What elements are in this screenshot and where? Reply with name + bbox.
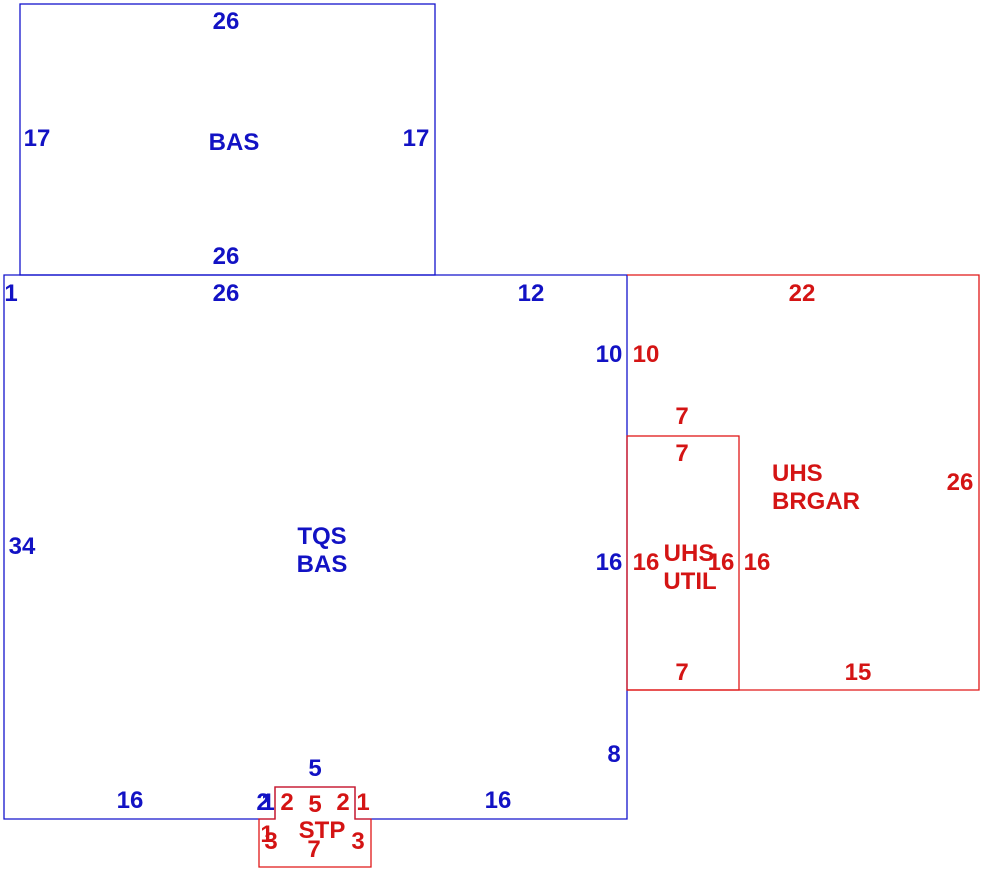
tqs-bas-dim-right-lower: 8: [607, 741, 620, 768]
tqs-bas-dim-notch-top: 5: [308, 755, 321, 782]
stp-dim-right: 3: [351, 828, 364, 855]
uhs-brgar-outline: [627, 274, 980, 691]
uhs-brgar-dim-right: 26: [947, 469, 974, 496]
tqs-bas-dim-bottom-left: 16: [117, 787, 144, 814]
stp-dim-left: 3: [264, 828, 277, 855]
stp-label: STP: [299, 817, 346, 844]
stp-area: STP 2 5 2 1 1 3 7 3: [258, 786, 372, 868]
tqs-bas-dim-notch-left: 2: [256, 789, 269, 816]
tqs-bas-area: TQS BAS 1 26 12 34 10 16 8 16 16 5 2 1: [3, 274, 628, 820]
uhs-brgar-dim-bottom: 15: [845, 659, 872, 686]
uhs-util-outline: [626, 435, 740, 691]
upper-bas-area: BAS 26 26 17 17: [19, 3, 436, 276]
uhs-brgar-label-line2: BRGAR: [772, 488, 860, 515]
upper-bas-dim-left: 17: [24, 125, 51, 152]
uhs-util-dim-top-inner: 7: [675, 440, 688, 467]
uhs-util-area: UHS UTIL 7 7 16 16 7: [626, 403, 740, 691]
uhs-util-label-line1: UHS: [664, 540, 715, 567]
stp-dim-right-step: 2: [336, 789, 349, 816]
tqs-bas-label-line1: TQS: [297, 523, 346, 550]
stp-dim-right-top: 1: [356, 789, 369, 816]
tqs-bas-label-line2: BAS: [297, 551, 348, 578]
stp-outline: [258, 786, 372, 868]
tqs-bas-dim-notch-left-b: 1: [261, 789, 274, 816]
upper-bas-dim-right: 17: [403, 125, 430, 152]
uhs-util-dim-right: 16: [708, 549, 735, 576]
upper-bas-dim-bottom: 26: [213, 243, 240, 270]
uhs-util-dim-top-outer: 7: [675, 403, 688, 430]
uhs-util-label-line2: UTIL: [663, 568, 716, 595]
uhs-brgar-area: UHS BRGAR 22 10 26 15 16: [627, 274, 980, 691]
stp-dim-left-top: 1: [260, 821, 273, 848]
stp-dim-left-step: 2: [280, 789, 293, 816]
uhs-brgar-dim-left-lower: 16: [744, 549, 771, 576]
uhs-util-dim-bottom: 7: [675, 659, 688, 686]
tqs-bas-dim-top: 26: [213, 280, 240, 307]
uhs-util-dim-left: 16: [633, 549, 660, 576]
uhs-brgar-dim-top: 22: [789, 280, 816, 307]
uhs-brgar-label-line1: UHS: [772, 460, 823, 487]
tqs-bas-dim-bottom-right: 16: [485, 787, 512, 814]
tqs-bas-dim-right-middle: 16: [596, 549, 623, 576]
upper-bas-dim-top: 26: [213, 8, 240, 35]
tqs-bas-dim-right-upper: 10: [596, 341, 623, 368]
tqs-bas-dim-left: 34: [9, 533, 36, 560]
upper-bas-label: BAS: [209, 129, 260, 156]
tqs-bas-dim-top-left: 1: [4, 280, 17, 307]
uhs-brgar-dim-left-upper: 10: [633, 341, 660, 368]
stp-dim-top: 5: [308, 791, 321, 818]
tqs-bas-dim-top-right: 12: [518, 280, 545, 307]
stp-dim-bottom: 7: [307, 836, 320, 863]
